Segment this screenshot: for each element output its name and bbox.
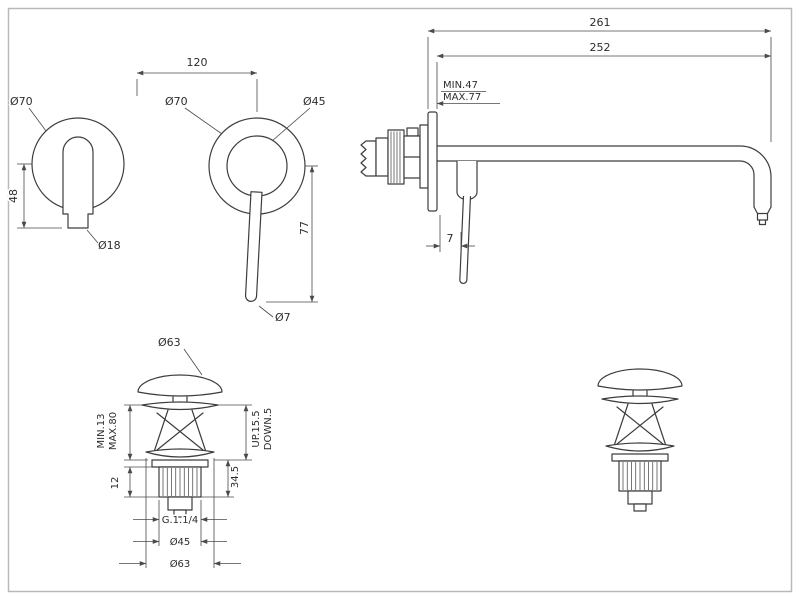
- dim-label-7: 7: [447, 232, 454, 245]
- valve-flange: [419, 124, 429, 189]
- handle-rod: [459, 195, 472, 285]
- dim-label-d63-flange: Ø63: [170, 558, 191, 570]
- drain-seat-flange: [141, 401, 219, 411]
- drain-tail-tip: [173, 509, 187, 518]
- dim-mixer-escutcheon-diameter: Ø70: [163, 93, 223, 135]
- dim-label-up15-5: UP.15.5: [251, 410, 262, 447]
- wall-escutcheon: [427, 111, 438, 212]
- dim-label-d70-spout: Ø70: [10, 95, 33, 108]
- dim-lever-tip-diameter: Ø7: [258, 305, 292, 326]
- valve-spline-end: [360, 140, 377, 177]
- dim-spout-outlet-drop: 48: [5, 163, 62, 229]
- dim-label-252: 252: [590, 41, 611, 54]
- spout-outline-outer: [436, 145, 772, 208]
- spout-aerator-tip: [758, 219, 767, 226]
- dim-spout-escutcheon-diameter: Ø70: [8, 93, 47, 132]
- spout-outline-inner: [436, 160, 755, 208]
- dim-center-distance: 120: [136, 54, 258, 112]
- dim-label-max80: MAX.80: [108, 412, 119, 450]
- drawing-border: [7, 7, 793, 593]
- dim-label-d45-thread: Ø45: [170, 536, 191, 548]
- drain-washer: [145, 448, 215, 458]
- dim-label-d45: Ø45: [303, 95, 326, 108]
- dim-label-d70-mixer: Ø70: [165, 95, 188, 108]
- drain-cap: [137, 374, 223, 397]
- drain-cone: [153, 409, 169, 453]
- dim-label-d7: Ø7: [275, 311, 291, 324]
- dim-lever-drop: 77: [266, 165, 318, 303]
- dim-label-261: 261: [590, 16, 611, 29]
- valve-collar: [375, 137, 389, 177]
- dim-overall-length: 261: [427, 14, 772, 34]
- drain-dimensions: Ø63 MIN.13 MAX.80 12 UP.15.5 DOWN.5 34.5: [94, 334, 276, 572]
- view-spout-front: 48 Ø70 Ø18: [5, 93, 125, 254]
- dim-spout-reach: 252: [436, 39, 772, 59]
- dim-label-12: 12: [110, 477, 121, 490]
- view-drain-plain: [597, 368, 683, 512]
- dim-rosette-diameter: Ø45: [271, 93, 327, 142]
- dim-label-min13: MIN.13: [96, 414, 107, 449]
- dim-label-120: 120: [187, 56, 208, 69]
- dim-label-77: 77: [298, 221, 311, 235]
- dim-label-g1-14: G.1.1/4: [162, 515, 199, 526]
- view-drain-dimensioned: Ø63 MIN.13 MAX.80 12 UP.15.5 DOWN.5 34.5: [94, 334, 276, 572]
- drain-tailpiece: [167, 496, 193, 511]
- mixer-lever: [244, 191, 263, 302]
- dim-label-34-5: 34.5: [230, 466, 241, 488]
- dim-label-max77: MAX.77: [443, 92, 481, 103]
- dim-label-down5: DOWN.5: [263, 408, 274, 450]
- mixer-rosette-outline: [226, 135, 288, 197]
- dim-label-48: 48: [7, 189, 20, 203]
- valve-locknut: [387, 129, 405, 185]
- dim-spout-diameter: Ø18: [86, 229, 122, 254]
- dim-label-d63-cap: Ø63: [158, 336, 181, 349]
- dim-wall-depth-range: MIN.47 MAX.77: [436, 78, 500, 106]
- drain-band: [151, 459, 209, 468]
- dim-label-min47: MIN.47: [443, 80, 478, 91]
- spout-aerator: [756, 212, 769, 221]
- spout-body-front: [62, 136, 94, 229]
- view-mixer-front: 120 Ø70 Ø45 77 Ø7: [136, 54, 327, 326]
- handle-sleeve: [456, 161, 478, 201]
- dim-label-d18: Ø18: [98, 239, 121, 252]
- drain-assembly: [137, 374, 223, 518]
- valve-cap: [406, 127, 419, 137]
- dim-handle-offset: 7: [426, 215, 475, 252]
- view-spout-side: 261 252 MIN.47 MAX.77: [360, 14, 772, 285]
- spout-tip-taper: [753, 206, 772, 215]
